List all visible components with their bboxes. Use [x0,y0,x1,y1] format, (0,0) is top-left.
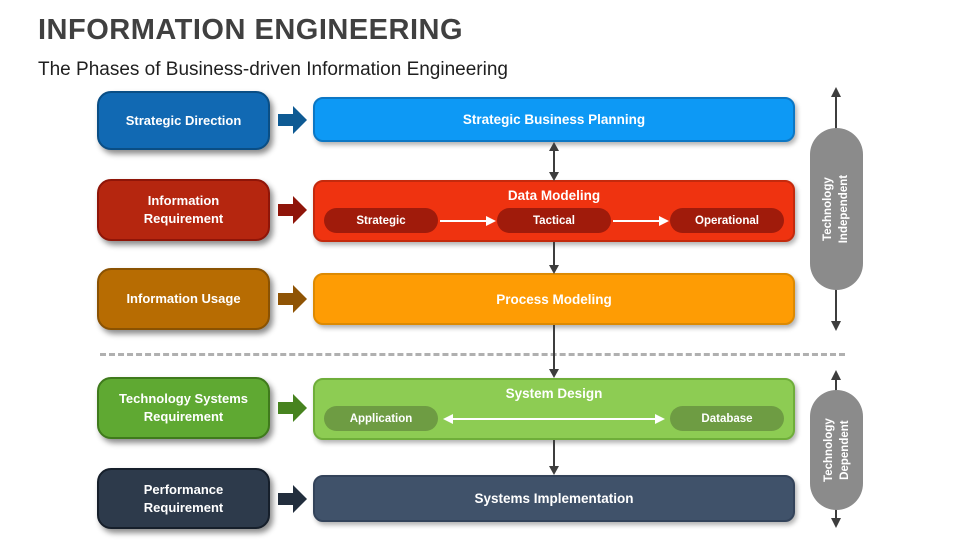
technology-dependent-badge: Technology Dependent [810,390,863,510]
technology-independent-label: Technology Independent [820,175,852,243]
chevron-right-icon [278,485,307,513]
badge-label-line2: Independent [838,174,851,244]
right-arrow-icon [439,215,496,226]
data-modeling-pill-row: Strategic Tactical Operational [315,203,793,233]
chevron-right-icon [278,106,307,134]
left-box-label: Technology Systems Requirement [118,391,249,424]
pill-operational: Operational [670,208,784,233]
chevron-right-icon [278,394,307,422]
badge-label-line2: Dependent [838,420,851,480]
process-box-label: Systems Implementation [474,491,634,506]
technology-independent-badge: Technology Independent [810,128,863,290]
technology-boundary-dashed-line [100,353,845,356]
chevron-right-icon [278,285,307,313]
pill-strategic: Strategic [324,208,438,233]
double-arrow-connector-1 [549,142,559,181]
process-box-data-modeling: Data Modeling Strategic Tactical Operati… [313,180,795,242]
pill-application: Application [324,406,438,431]
down-arrow-connector-2 [549,242,559,274]
left-box-information-usage: Information Usage [97,268,270,330]
left-box-strategic-direction: Strategic Direction [97,91,270,150]
left-box-label: Information Usage [126,291,241,307]
down-arrow-connector-4 [549,440,559,475]
down-arrow-connector-3 [549,325,559,378]
process-box-strategic-business-planning: Strategic Business Planning [313,97,795,142]
right-arrow-icon [612,215,669,226]
process-box-label: Data Modeling [507,188,601,203]
page-title: INFORMATION ENGINEERING [38,14,464,46]
process-box-label: Process Modeling [496,291,612,307]
process-box-process-modeling: Process Modeling [313,273,795,325]
process-box-system-design: System Design Application Database [313,378,795,440]
technology-dependent-label: Technology Dependent [820,418,852,482]
left-box-label: Strategic Direction [125,112,242,128]
page-subtitle: The Phases of Business-driven Informatio… [38,59,508,80]
process-box-label: System Design [505,386,603,401]
process-box-systems-implementation: Systems Implementation [313,475,795,522]
badge-label-line1: Technology [822,177,835,241]
badge-label-line1: Technology [822,418,835,482]
left-box-technology-systems-requirement: Technology Systems Requirement [97,377,270,439]
left-box-performance-requirement: Performance Requirement [97,468,270,529]
process-box-label: Strategic Business Planning [462,112,646,127]
left-box-information-requirement: Information Requirement [97,179,270,241]
double-arrow-icon [443,413,665,424]
left-box-label: Performance Requirement [143,481,224,515]
system-design-pill-row: Application Database [315,401,793,431]
left-box-label: Information Requirement [143,193,224,226]
chevron-right-icon [278,196,307,224]
pill-tactical: Tactical [497,208,611,233]
pill-database: Database [670,406,784,431]
